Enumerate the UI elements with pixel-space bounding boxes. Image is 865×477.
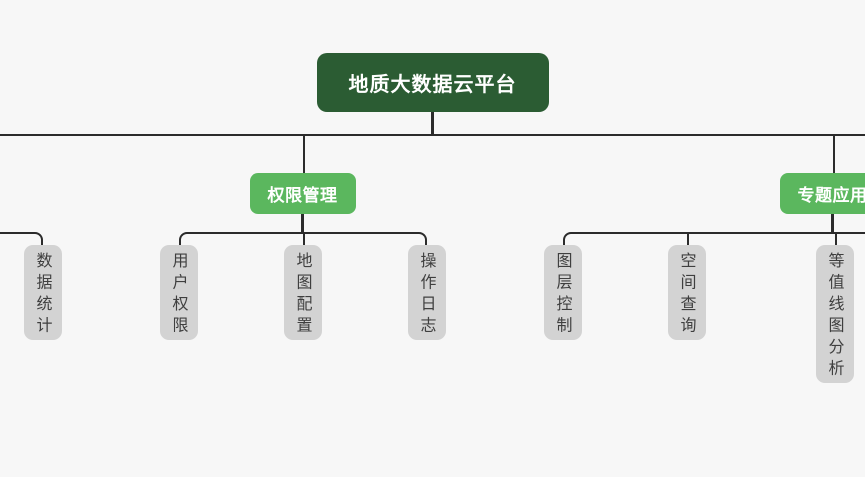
root-node-platform: 地质大数据云平台 [316, 53, 549, 112]
leaf-node-spatial-query: 空间查询 [667, 245, 706, 340]
leaf-node-operation-logs: 操作日志 [407, 245, 446, 340]
leaf-row: 用户权限 地图配置 操作日志 [117, 214, 489, 340]
branch-row: 综合服务 大屏展示 图层管理 地图操作 文档资料 数据可视化 数据统计 权限管理… [0, 112, 865, 448]
leaf-node-map-configuration: 地图配置 [283, 245, 322, 340]
subtree-permission-management: 权限管理 用户权限 地图配置 操作日志 [110, 134, 495, 340]
branch-node-permission-management: 权限管理 [249, 173, 356, 214]
subtree-comprehensive-services: 综合服务 大屏展示 图层管理 地图操作 文档资料 数据可视化 数据统计 [0, 134, 111, 362]
leaf-item: 用户权限 [117, 232, 241, 340]
leaf-node-data-statistics: 数据统计 [23, 245, 62, 340]
leaf-row: 图层控制 空间查询 等值线图分析 地质灾害分析与评价 [501, 214, 865, 448]
leaf-item: 等值线图分析 [748, 232, 865, 383]
leaf-node-layer-control: 图层控制 [543, 245, 582, 340]
leaf-item: 操作日志 [364, 232, 489, 340]
org-tree: 地质大数据云平台 综合服务 大屏展示 图层管理 地图操作 文档资料 数据可视化 … [0, 53, 865, 448]
leaf-item: 数据统计 [0, 232, 105, 340]
leaf-node-user-permissions: 用户权限 [159, 245, 198, 340]
leaf-row: 大屏展示 图层管理 地图操作 文档资料 数据可视化 数据统计 [0, 214, 105, 362]
leaf-item: 空间查询 [624, 232, 749, 340]
leaf-item: 图层控制 [501, 232, 625, 340]
leaf-item: 地图配置 [240, 232, 365, 340]
subtree-thematic-applications: 专题应用 图层控制 空间查询 等值线图分析 地质灾害分析与评价 [494, 134, 865, 448]
branch-node-thematic-applications: 专题应用 [779, 173, 865, 214]
leaf-node-contour-map-analysis: 等值线图分析 [815, 245, 854, 383]
